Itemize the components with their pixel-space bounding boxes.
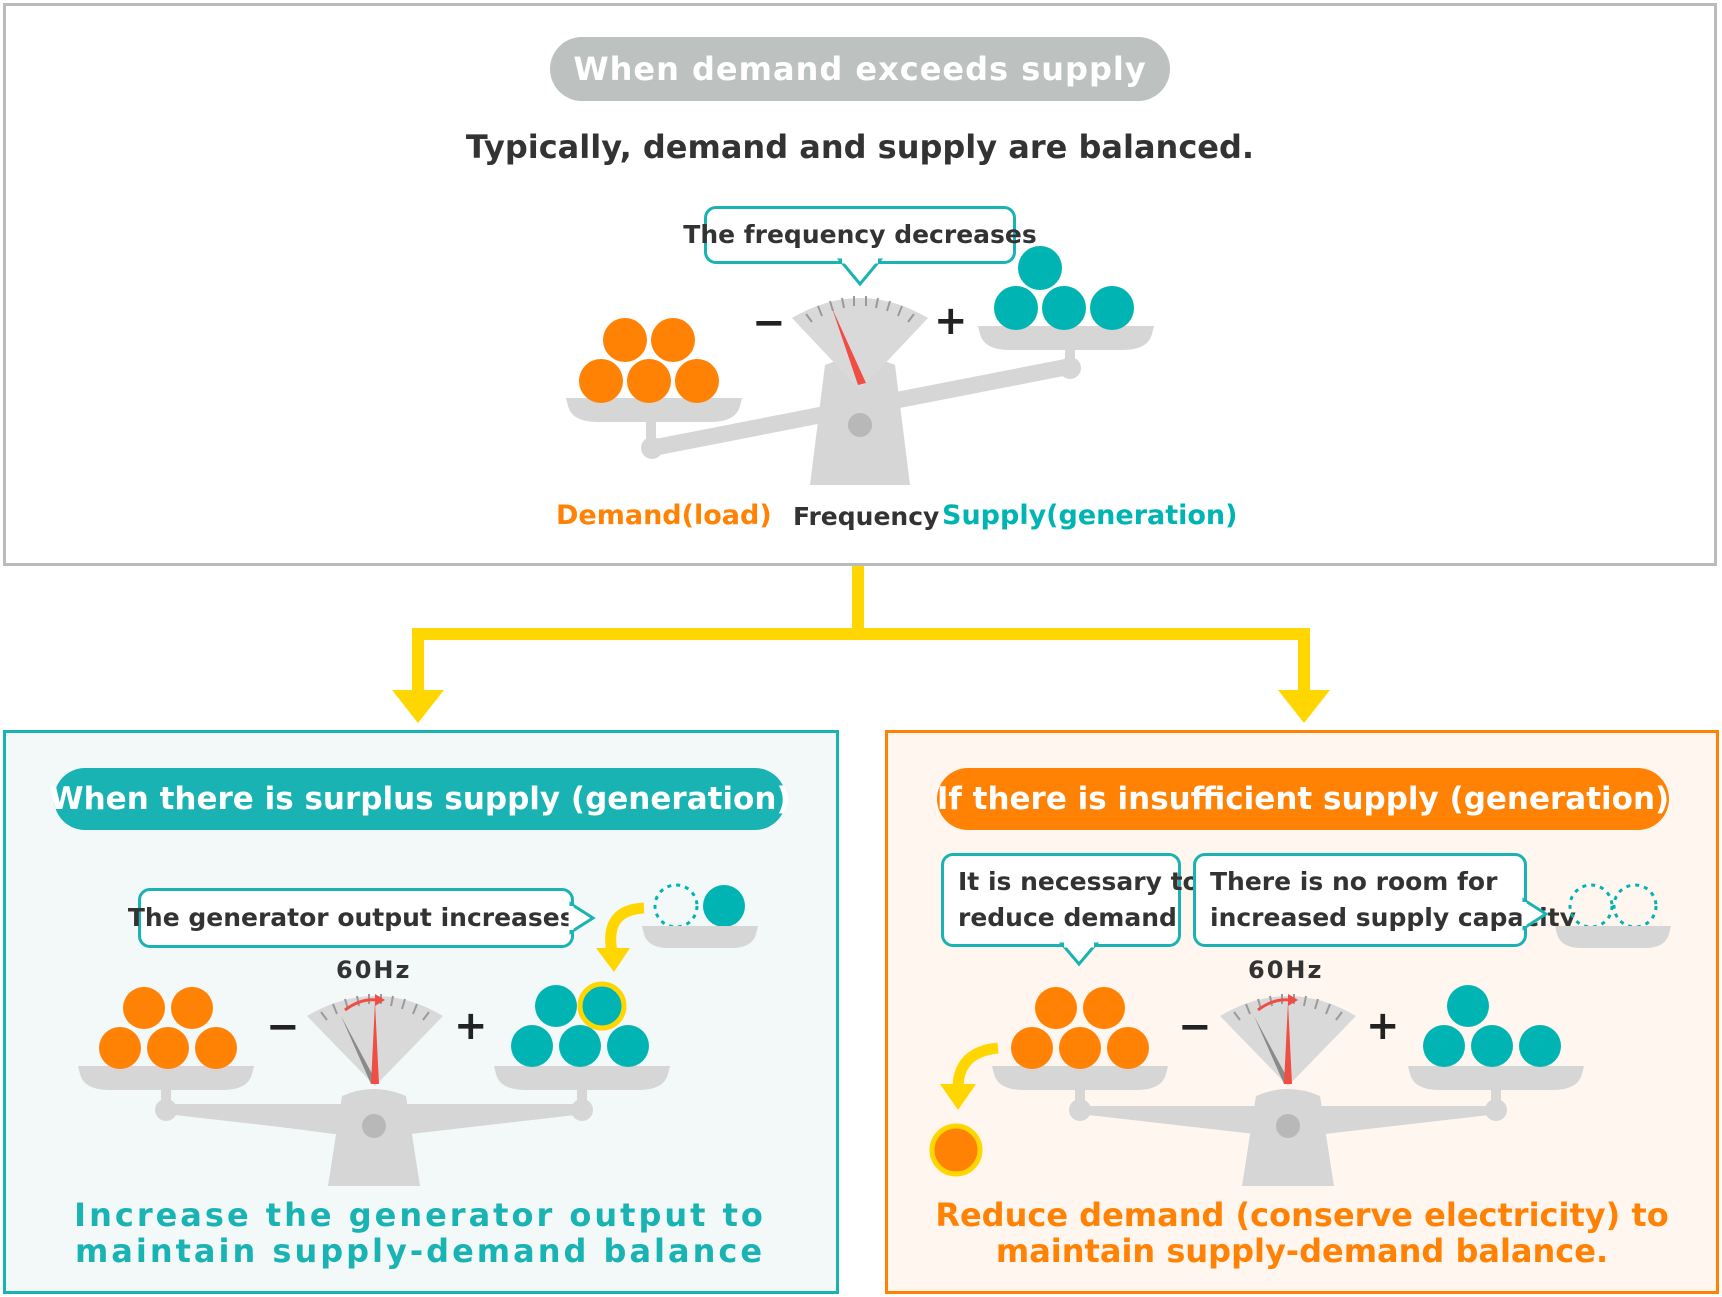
top-frequency-gauge — [792, 296, 928, 390]
left-title-pill: When there is surplus supply (generation… — [49, 768, 791, 830]
generator-bubble: The generator output increases. — [128, 888, 584, 948]
label-demand: Demand(load) — [556, 500, 772, 531]
reduce-demand-bubble: It is necessary to reduce demand — [941, 853, 1200, 947]
top-title-pill: When demand exceeds supply — [550, 37, 1170, 101]
label-frequency: Frequency — [793, 502, 940, 531]
right-plus-sign: + — [1366, 1003, 1400, 1049]
left-supply-balls — [511, 981, 649, 1067]
top-demand-balls — [579, 318, 719, 403]
right-reserve-pan — [1555, 883, 1671, 948]
left-demand-balls — [99, 987, 237, 1069]
frequency-bubble: The frequency decreases — [683, 206, 1037, 264]
right-demand-balls — [1011, 987, 1149, 1069]
left-move-arrow-icon — [596, 902, 645, 972]
removed-demand-ball — [929, 1123, 983, 1177]
right-supply-balls — [1423, 985, 1561, 1067]
left-gauge-label: 60Hz — [336, 956, 412, 984]
left-plus-sign: + — [454, 1003, 488, 1049]
top-supply-balls — [994, 246, 1134, 330]
generator-bubble-text: The generator output increases. — [127, 903, 585, 932]
frequency-bubble-tail — [836, 258, 884, 287]
reduce-demand-bubble-line1: It is necessary to — [958, 867, 1200, 896]
right-minus-sign: − — [1178, 1004, 1212, 1050]
no-room-bubble-tail — [1521, 897, 1549, 931]
reduce-demand-bubble-tail — [1058, 942, 1100, 967]
right-remove-arrow-icon — [940, 1042, 999, 1110]
left-reserve-pan — [642, 883, 758, 948]
right-gauge-label: 60Hz — [1248, 956, 1324, 984]
no-room-bubble-line2: increased supply capacity — [1210, 903, 1576, 932]
branch-arrows — [392, 566, 1330, 723]
generator-bubble-tail — [568, 901, 596, 935]
frequency-bubble-text: The frequency decreases — [683, 220, 1037, 249]
reduce-demand-bubble-line2: reduce demand — [958, 903, 1177, 932]
top-minus-sign: − — [752, 300, 786, 346]
top-plus-sign: + — [934, 298, 968, 344]
right-frequency-gauge — [1220, 994, 1356, 1086]
left-minus-sign: − — [266, 1004, 300, 1050]
right-caption-line2: maintain supply-demand balance. — [995, 1232, 1609, 1270]
right-balance-scale — [992, 1066, 1584, 1186]
label-supply: Supply(generation) — [942, 500, 1238, 531]
right-caption-line1: Reduce demand (conserve electricity) to — [935, 1196, 1669, 1234]
left-balance-scale — [78, 1066, 670, 1186]
no-room-bubble-line1: There is no room for — [1210, 867, 1498, 896]
left-frequency-gauge — [307, 994, 443, 1086]
right-title-pill: If there is insufficient supply (generat… — [937, 768, 1669, 830]
left-caption-line2: maintain supply-demand balance — [74, 1232, 766, 1270]
top-balance-scale — [566, 326, 1154, 485]
top-subtitle: Typically, demand and supply are balance… — [465, 128, 1255, 166]
left-caption-line1: Increase the generator output to — [74, 1196, 766, 1234]
no-room-bubble: There is no room for increased supply ca… — [1193, 853, 1576, 947]
